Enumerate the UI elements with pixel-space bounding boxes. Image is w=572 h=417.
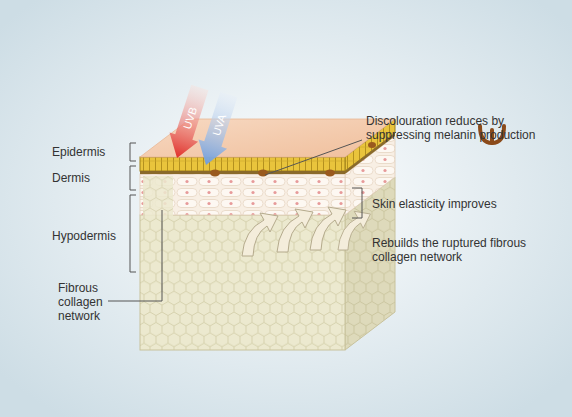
callout-note: Skin elasticity improves (372, 197, 562, 211)
part-name: Fibrous collagen network (58, 281, 110, 323)
callout-note: Rebuilds the ruptured fibrous collagen n… (372, 236, 532, 264)
layer-name: Epidermis (52, 145, 130, 159)
layer-name: Hypodermis (52, 229, 130, 243)
layer-name: Dermis (52, 171, 130, 185)
callout-note: Discolouration reduces by suppressing me… (366, 114, 556, 142)
